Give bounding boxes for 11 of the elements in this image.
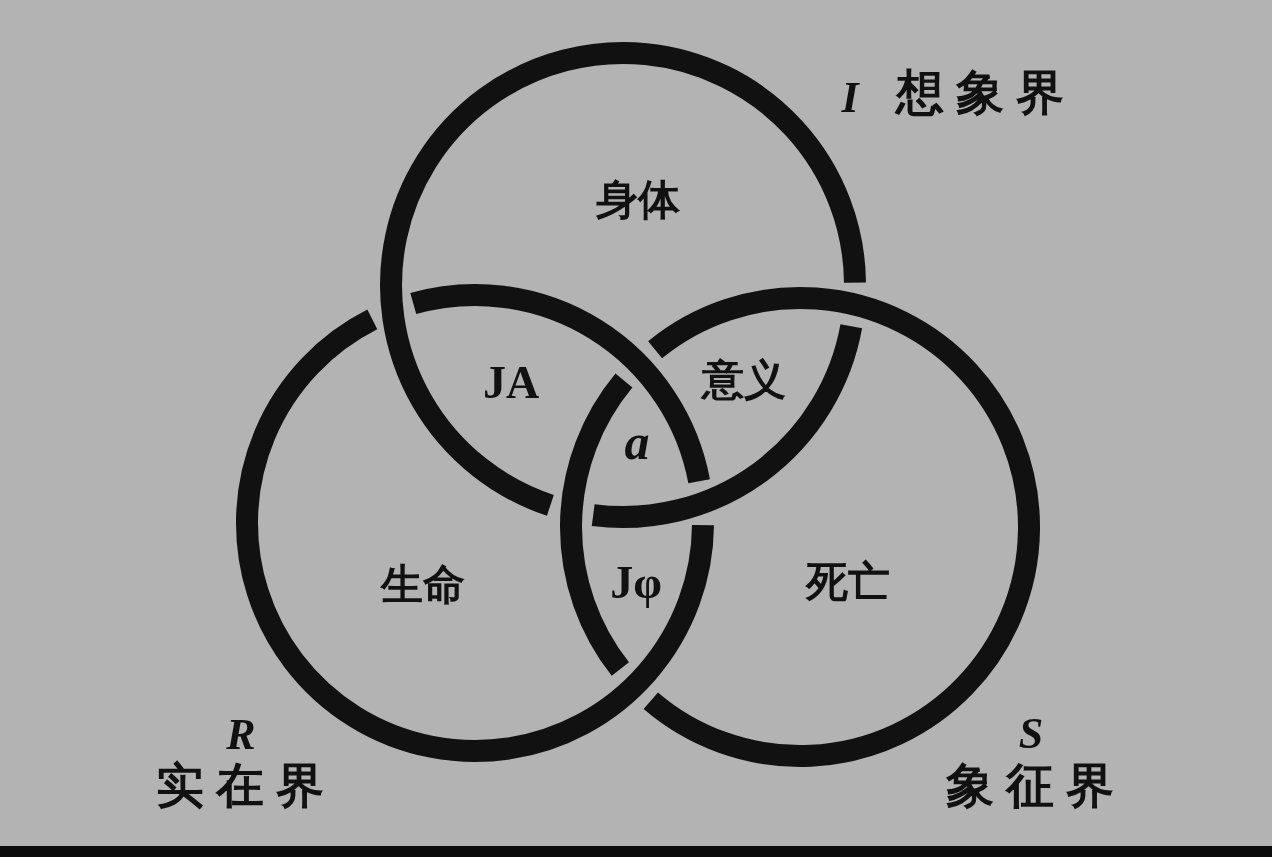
ring-title: 想象界 <box>896 63 1076 122</box>
region-label: a <box>624 413 650 471</box>
ring-title: 象征界 <box>946 756 1126 815</box>
region-label: 意义 <box>702 354 786 406</box>
region-label: 生命 <box>381 559 465 611</box>
region-label: Jφ <box>610 555 662 609</box>
region-label: JA <box>482 355 540 409</box>
ring-letter: S <box>1018 707 1044 759</box>
ring-letter: I <box>841 71 859 123</box>
region-label: 死亡 <box>806 556 890 608</box>
region-label: 身体 <box>596 174 680 226</box>
